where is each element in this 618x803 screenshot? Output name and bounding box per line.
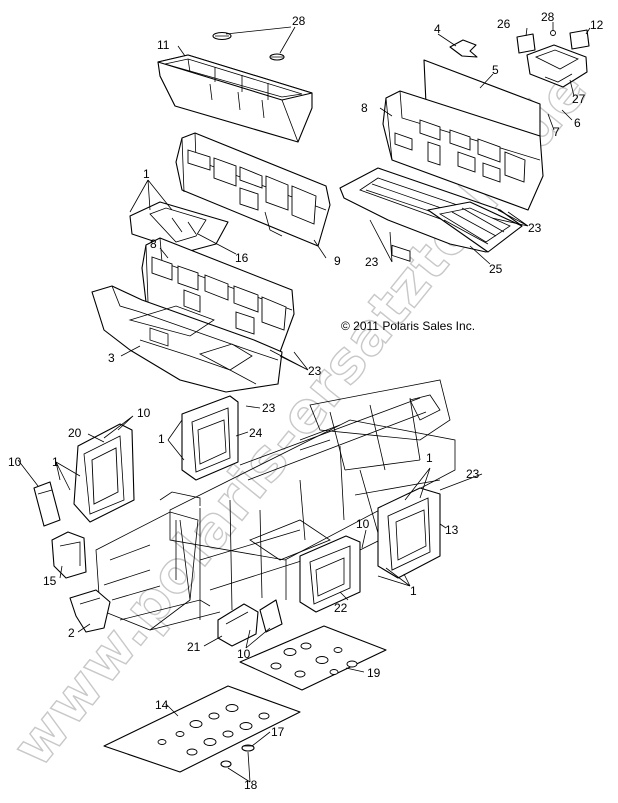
bulkhead-part-8-lower [141,237,295,353]
bracket-part-21 [217,603,259,647]
floor-pan-part-3 [91,285,283,393]
callout-1-right: 1 [426,451,433,465]
fastener-part-17 [241,744,255,752]
callout-19: 19 [367,666,381,680]
bulkhead-part-8-upper [382,90,544,262]
tray-part-27 [526,44,588,88]
bracket-part-15 [51,531,87,579]
callout-13: 13 [445,523,459,537]
side-panel-part-13 [377,487,441,579]
callout-25: 25 [489,262,503,276]
callout-28b: 28 [541,10,555,24]
callout-labels: 11 28 4 26 28 12 5 27 8 7 6 1 16 9 23 23… [8,10,604,792]
bracket-part-10-left [33,481,61,527]
clip-part-28 [212,31,285,61]
callout-10-top: 10 [137,406,151,420]
callout-1-mid: 1 [158,432,165,446]
side-panel-part-22 [299,535,361,613]
callout-8-upper: 8 [361,101,368,115]
callout-12: 12 [590,18,604,32]
callout-6: 6 [574,116,581,130]
vehicle-frame [95,379,456,631]
callout-21: 21 [187,640,201,654]
callout-23-floor: 23 [365,255,379,269]
callout-7: 7 [553,125,560,139]
side-panel-part-24 [181,395,239,481]
decal-part-26 [516,33,536,54]
callout-9: 9 [334,254,341,268]
bracket-part-4 [449,39,478,58]
leader-lines [17,22,591,783]
callout-22: 22 [334,601,348,615]
callout-1-left: 1 [52,455,59,469]
floor-plate-part-14 [103,685,301,773]
callout-5: 5 [492,63,499,77]
callout-28: 28 [292,14,306,28]
callout-23-right: 23 [528,221,542,235]
callout-18: 18 [244,778,258,792]
callout-11: 11 [157,38,170,52]
callout-20: 20 [68,426,82,440]
callout-10-left: 10 [8,455,22,469]
callout-3: 3 [108,351,115,365]
callout-24: 24 [249,426,263,440]
bulkhead-part-9 [175,132,331,247]
callout-4: 4 [434,22,441,36]
callout-23-lower: 23 [308,364,322,378]
callout-1-upper: 1 [143,167,150,181]
callout-27: 27 [572,92,586,106]
callout-17: 17 [271,725,285,739]
fastener-part-18 [220,760,232,768]
bracket-part-2 [69,589,111,633]
rear-floor-part-25 [339,167,523,253]
copyright-notice: © 2011 Polaris Sales Inc. [341,319,475,333]
bracket-part-10-mid [259,599,283,633]
decal-part-12 [569,29,590,50]
callout-1-lower-right: 1 [410,584,417,598]
callout-10-bottom: 10 [237,647,251,661]
callout-26: 26 [497,17,511,31]
floor-plate-part-19 [239,625,387,691]
callout-15: 15 [43,574,57,588]
side-panel-part-20 [73,423,135,523]
callout-23-frame: 23 [262,401,276,415]
callout-2: 2 [68,626,75,640]
fastener-part-28b [550,30,556,36]
callout-8-lower: 8 [150,237,157,251]
callout-16: 16 [235,251,249,265]
storage-box-part-11 [157,54,313,143]
floor-insert-part-16 [129,201,229,253]
callout-23-right-lower: 23 [466,467,480,481]
callout-10-right: 10 [356,517,370,531]
callout-14: 14 [155,698,169,712]
